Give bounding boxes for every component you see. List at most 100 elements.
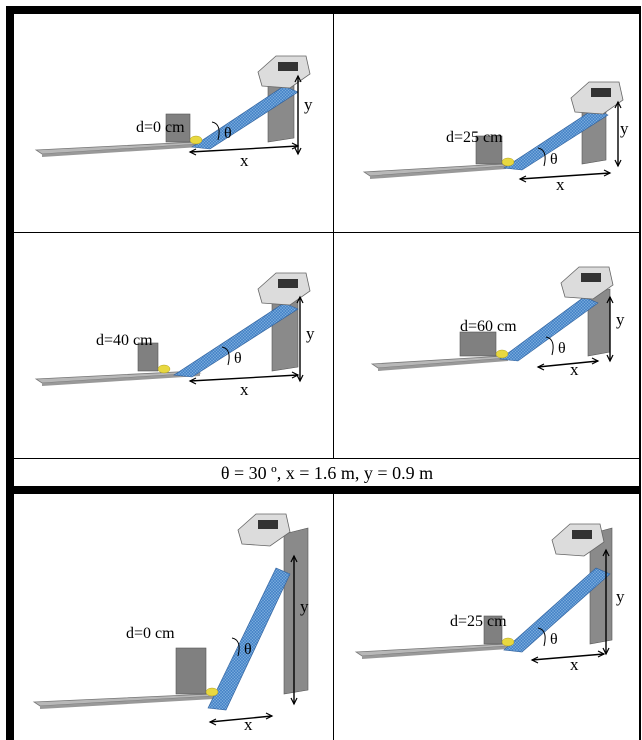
theta-arc — [221, 346, 230, 366]
y-label: y — [306, 324, 315, 343]
inclined-ramp — [207, 567, 291, 711]
y-arrowhead-bottom — [296, 374, 304, 383]
x-dimension-line — [537, 360, 599, 368]
x-arrowhead-right — [291, 371, 300, 379]
theta-arc — [537, 627, 546, 647]
x-arrowhead-left — [188, 148, 197, 156]
inclined-ramp — [499, 296, 599, 362]
x-label: x — [570, 360, 579, 379]
divider-vertical-bottom — [333, 494, 334, 740]
y-arrowhead-top — [294, 74, 302, 83]
y-label: y — [616, 310, 625, 329]
y-label: y — [300, 597, 309, 616]
y-arrowhead-bottom — [294, 147, 302, 156]
x-dimension-line — [531, 653, 605, 661]
apparatus-drawing-6: d=25 cm θx y — [354, 523, 625, 674]
gap-distance-label: d=40 cm — [96, 332, 153, 349]
x-label: x — [556, 175, 565, 194]
theta-arc — [545, 336, 554, 356]
apparatus-drawing-3: d=40 cm θx y — [34, 272, 315, 399]
x-arrowhead-left — [536, 363, 545, 371]
hopper-opening — [591, 88, 611, 97]
gate-wall — [475, 135, 503, 165]
gap-distance-label: d=25 cm — [446, 129, 503, 146]
x-arrowhead-left — [208, 718, 217, 726]
theta-label: θ — [550, 631, 558, 648]
x-label: x — [240, 151, 249, 170]
gap-distance-label: d=0 cm — [126, 625, 175, 642]
sand-pile — [501, 637, 515, 647]
gate-wall — [459, 331, 497, 357]
inclined-ramp — [503, 108, 609, 171]
x-arrowhead-right — [597, 650, 606, 658]
floor-edge — [362, 646, 508, 659]
y-arrowhead-top — [606, 295, 614, 304]
y-label: y — [616, 587, 625, 606]
hopper-opening — [278, 62, 298, 71]
sand-pile — [495, 349, 509, 359]
x-arrowhead-left — [530, 656, 539, 664]
y-arrowhead-bottom — [606, 354, 614, 363]
frame-top — [6, 6, 640, 14]
y-arrowhead-bottom — [614, 159, 622, 168]
gate-wall — [483, 615, 503, 645]
y-arrowhead-bottom — [602, 647, 610, 656]
hopper-opening — [278, 279, 298, 288]
sand-pile — [501, 157, 515, 167]
theta-label: θ — [224, 125, 232, 142]
hopper-opening — [258, 520, 278, 529]
gate-wall — [137, 342, 159, 372]
hopper-box — [237, 513, 291, 547]
theta-arc — [231, 637, 240, 657]
x-dimension-line — [189, 374, 299, 382]
x-arrowhead-left — [188, 377, 197, 385]
gate-wall — [175, 647, 207, 695]
floor-edge — [378, 358, 508, 371]
y-arrowhead-top — [614, 100, 622, 109]
x-dimension-line — [519, 172, 611, 180]
x-arrowhead-right — [603, 169, 612, 177]
floor-edge — [42, 144, 200, 157]
inclined-ramp — [173, 302, 299, 378]
x-arrowhead-right — [265, 712, 274, 720]
sand-pile — [205, 687, 219, 697]
sand-pile — [157, 364, 171, 374]
hopper-opening — [572, 530, 592, 539]
gap-distance-label: d=60 cm — [460, 318, 517, 335]
x-arrowhead-right — [591, 357, 600, 365]
divider-row-2 — [14, 458, 640, 459]
theta-label: θ — [558, 340, 566, 357]
apparatus-drawing-4: d=60 cm θx y — [370, 266, 625, 379]
inclined-ramp — [503, 567, 611, 653]
theta-label: θ — [234, 350, 242, 367]
theta-label: θ — [550, 151, 558, 168]
floor-edge — [370, 166, 506, 179]
frame-right — [639, 6, 641, 740]
y-arrowhead-top — [290, 554, 298, 563]
sand-pile — [189, 135, 203, 145]
divider-caption — [14, 486, 640, 494]
hopper-opening — [581, 273, 601, 282]
y-label: y — [620, 119, 629, 138]
hopper-box — [570, 81, 624, 115]
apparatus-drawing-2: d=25 cm θx y — [362, 81, 629, 194]
hopper-box — [257, 55, 311, 89]
floor-edge — [40, 696, 214, 709]
frame-left — [6, 6, 14, 740]
x-dimension-line — [209, 715, 273, 723]
gap-distance-label: d=25 cm — [450, 613, 507, 630]
divider-row-1 — [14, 232, 640, 233]
x-arrowhead-left — [518, 175, 527, 183]
y-arrowhead-top — [602, 548, 610, 557]
y-label: y — [304, 95, 313, 114]
x-label: x — [570, 655, 579, 674]
x-label: x — [240, 380, 249, 399]
gap-distance-label: d=0 cm — [136, 119, 185, 136]
